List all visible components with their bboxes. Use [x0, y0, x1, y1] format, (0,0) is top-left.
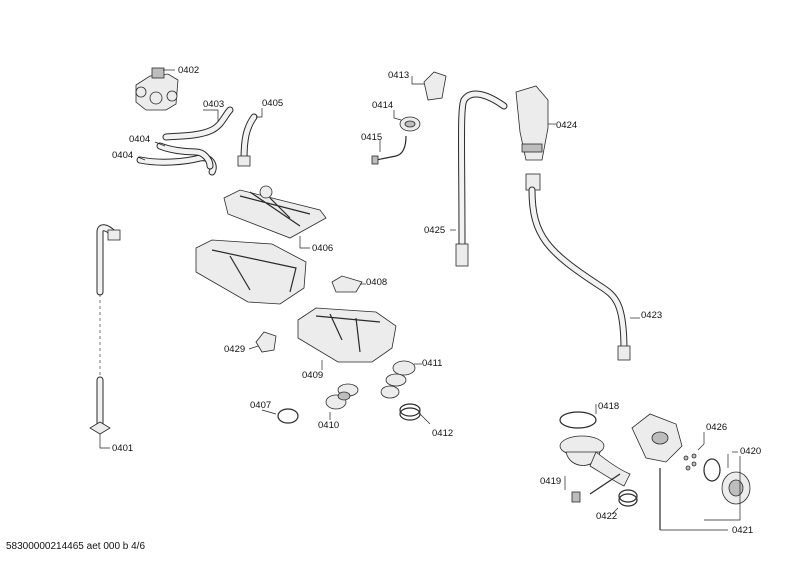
part-0420-seal: [703, 458, 721, 482]
label-0421: 0421: [732, 525, 753, 536]
part-0422-clamp: [618, 489, 638, 507]
label-0401: 0401: [112, 443, 133, 454]
part-0411-bellows: [380, 360, 416, 399]
label-0406: 0406: [312, 243, 333, 254]
part-0421-filter: [721, 471, 751, 505]
part-0429-clip: [255, 331, 277, 353]
label-0408: 0408: [366, 277, 387, 288]
part-0406-dispenser-lid: [223, 185, 327, 239]
label-0409: 0409: [302, 370, 323, 381]
label-0422: 0422: [596, 511, 617, 522]
label-0423: 0423: [641, 310, 662, 321]
part-0414-ring: [399, 116, 421, 132]
part-0412-clamp: [399, 403, 421, 421]
part-0415-sensor: [371, 135, 407, 165]
label-0403: 0403: [203, 99, 224, 110]
label-0429: 0429: [224, 344, 245, 355]
label-0413: 0413: [388, 70, 409, 81]
label-0402: 0402: [178, 65, 199, 76]
part-0413-connector: [423, 71, 447, 101]
part-drain-pump: [631, 413, 683, 530]
part-0410-bellows: [325, 383, 359, 410]
part-0418-ring: [559, 411, 597, 429]
label-0405: 0405: [262, 98, 283, 109]
label-0414: 0414: [372, 100, 393, 111]
label-0412: 0412: [432, 428, 453, 439]
part-0425-hose: [455, 90, 508, 267]
part-0409-tray: [297, 307, 397, 363]
label-0419: 0419: [540, 476, 561, 487]
label-0424: 0424: [556, 120, 577, 131]
label-0415: 0415: [361, 132, 382, 143]
part-0404-hoses: [136, 142, 217, 176]
part-0419-sump: [559, 435, 631, 503]
label-0420: 0420: [740, 446, 761, 457]
label-0404-b: 0404: [112, 150, 133, 161]
part-0423-hose: [525, 173, 631, 361]
label-0404-a: 0404: [129, 134, 150, 145]
label-0411: 0411: [422, 358, 442, 369]
label-0407: 0407: [250, 400, 271, 411]
part-0401-pipe: [89, 224, 121, 435]
part-0407-clamp: [277, 408, 299, 424]
part-0406-dispenser-housing: [195, 239, 307, 305]
part-0403-hose: [162, 106, 234, 141]
document-id-footer: 58300000214465 aet 000 b 4/6: [6, 541, 146, 552]
part-0408-cover: [331, 275, 363, 293]
part-0402-valve: [135, 67, 179, 111]
part-0424-pump: [515, 85, 549, 161]
label-0418: 0418: [598, 401, 619, 412]
part-0426-gasket: [683, 453, 697, 471]
part-0405-hose: [237, 113, 258, 167]
label-0410: 0410: [318, 420, 339, 431]
label-0426: 0426: [706, 422, 727, 433]
label-0425: 0425: [424, 225, 445, 236]
